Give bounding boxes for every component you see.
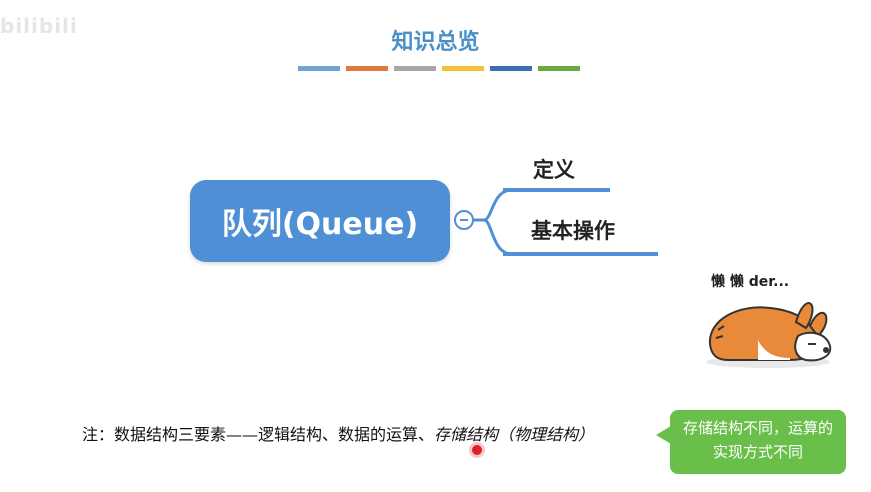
page-title: 知识总览	[391, 30, 480, 55]
root-node-label: 队列(Queue)	[221, 207, 419, 242]
color-bar-yellow	[442, 66, 484, 71]
pointer-cursor-icon	[472, 445, 482, 455]
collapse-toggle-button[interactable]	[454, 210, 474, 230]
branch-operations-underline	[503, 252, 658, 256]
structure-note: 注：数据结构三要素——逻辑结构、数据的运算、存储结构（物理结构）	[82, 421, 594, 445]
mindmap-root-node[interactable]: 队列(Queue)	[190, 180, 450, 262]
color-bar-gray	[394, 66, 436, 71]
color-bar-green	[538, 66, 580, 71]
callout-tail	[656, 426, 671, 444]
branch-basic-operations[interactable]: 基本操作	[531, 219, 615, 243]
branch-definition-underline	[503, 188, 610, 192]
color-bar-strip	[298, 66, 580, 71]
minus-icon	[460, 219, 468, 221]
color-bar-blue	[298, 66, 340, 71]
note-italic: 存储结构（物理结构）	[434, 425, 595, 444]
storage-callout: 存储结构不同，运算的实现方式不同	[670, 410, 846, 474]
sticker-caption: 懒 懒 der...	[711, 274, 790, 290]
branch-definition[interactable]: 定义	[533, 158, 575, 182]
bilibili-watermark: bilibili	[0, 14, 78, 38]
note-prefix: 注：数据结构三要素——逻辑结构、数据的运算、	[82, 425, 435, 444]
color-bar-orange	[346, 66, 388, 71]
color-bar-dark-blue	[490, 66, 532, 71]
sleeping-corgi-icon	[706, 302, 832, 368]
